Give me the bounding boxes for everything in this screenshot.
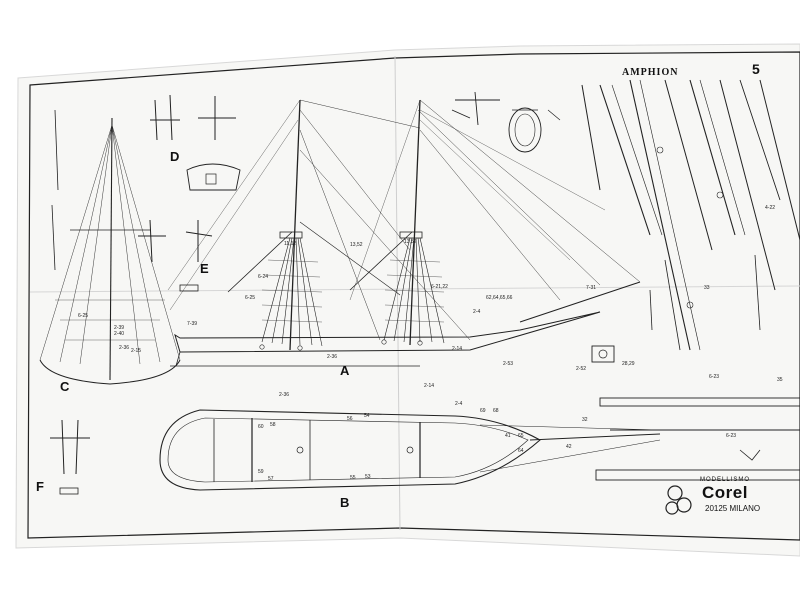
part-callout: 2-14 <box>452 346 463 352</box>
bowsprit <box>519 281 641 323</box>
sheet-number: 5 <box>752 61 760 77</box>
block-fitting-drawing <box>591 345 615 363</box>
part-callout: 4-22 <box>765 205 776 211</box>
drawing-title: AMPHION <box>622 67 679 78</box>
brand-address: 20125 MILANO <box>705 504 761 513</box>
part-callout: 2-53 <box>503 361 514 367</box>
main-mast <box>289 99 301 351</box>
view-label-b: B <box>340 495 350 510</box>
part-callout: 41 <box>505 433 511 439</box>
part-callout: 28,29 <box>622 361 635 367</box>
part-callout: 2-15 <box>131 348 142 354</box>
part-callout: 13,52 <box>350 242 363 248</box>
part-callout: 6-21,22 <box>431 284 448 290</box>
part-callout: 2-36 <box>119 345 130 351</box>
fore-mast <box>409 99 421 346</box>
deck-plan-drawing <box>159 409 661 491</box>
part-callout: 6-23 <box>726 433 737 439</box>
part-callout: 7-39 <box>187 321 198 327</box>
fittings-e-drawing <box>138 219 213 292</box>
part-callout: 42 <box>566 444 572 450</box>
part-callout: 2-4 <box>473 309 481 315</box>
view-label-c: C <box>60 379 70 394</box>
part-callout: 2-36 <box>279 392 290 398</box>
spar-details-drawing <box>581 79 800 481</box>
view-label-e: E <box>200 261 209 276</box>
part-callout: 62,64,65,66 <box>486 295 513 301</box>
hull-profile <box>174 311 601 353</box>
stays <box>299 99 641 341</box>
part-callout: 2-39 <box>114 325 125 331</box>
part-callout: 6-23 <box>709 374 720 380</box>
part-callout: 6-25 <box>78 313 89 319</box>
view-label-f: F <box>36 479 44 494</box>
part-callout: 69 <box>480 408 486 414</box>
brand-name: Corel <box>702 483 748 502</box>
fittings-f-drawing <box>50 419 90 495</box>
part-callout: 65 <box>518 433 524 439</box>
part-callout: 55 <box>350 475 356 481</box>
side-elevation-drawing <box>167 99 641 367</box>
part-callout: 59 <box>258 469 264 475</box>
part-callout: 2-36 <box>327 354 338 360</box>
part-callout: 6-25 <box>245 295 256 301</box>
drawing-border <box>27 51 800 541</box>
part-callout: 33 <box>704 285 710 291</box>
part-callout: 57 <box>268 476 274 482</box>
fittings-d-drawing <box>150 94 241 191</box>
brand-tagline: MODELLISMO <box>700 477 751 483</box>
part-callout: 2-14 <box>424 383 435 389</box>
part-callout: 58 <box>270 422 276 428</box>
part-callout: 32 <box>582 417 588 423</box>
part-callout: 54 <box>364 413 370 419</box>
part-callout: 2-40 <box>114 331 125 337</box>
fore-shrouds <box>383 237 445 344</box>
cleat-fittings-drawing <box>451 91 561 153</box>
part-callout: 6-24 <box>258 274 269 280</box>
view-label-a: A <box>340 363 350 378</box>
front-view-drawing <box>39 109 181 385</box>
part-callout: 11,12 <box>284 241 297 247</box>
part-callout: 35 <box>777 377 783 383</box>
part-callout: 60 <box>258 424 264 430</box>
horizontal-fold <box>29 285 800 293</box>
part-callout: 68 <box>493 408 499 414</box>
corel-logo <box>665 485 692 515</box>
plan-bowsprit <box>529 433 661 441</box>
stern-decoration <box>186 163 241 191</box>
part-callout: 64 <box>518 448 524 454</box>
view-label-d: D <box>170 149 180 164</box>
part-callout: 7-31 <box>586 285 597 291</box>
part-callout: 2-4 <box>455 401 463 407</box>
part-callout: 2-52 <box>576 366 587 372</box>
part-callout: 53 <box>365 474 371 480</box>
part-callout: 13,52 <box>404 239 417 245</box>
part-callout: 56 <box>347 416 353 422</box>
